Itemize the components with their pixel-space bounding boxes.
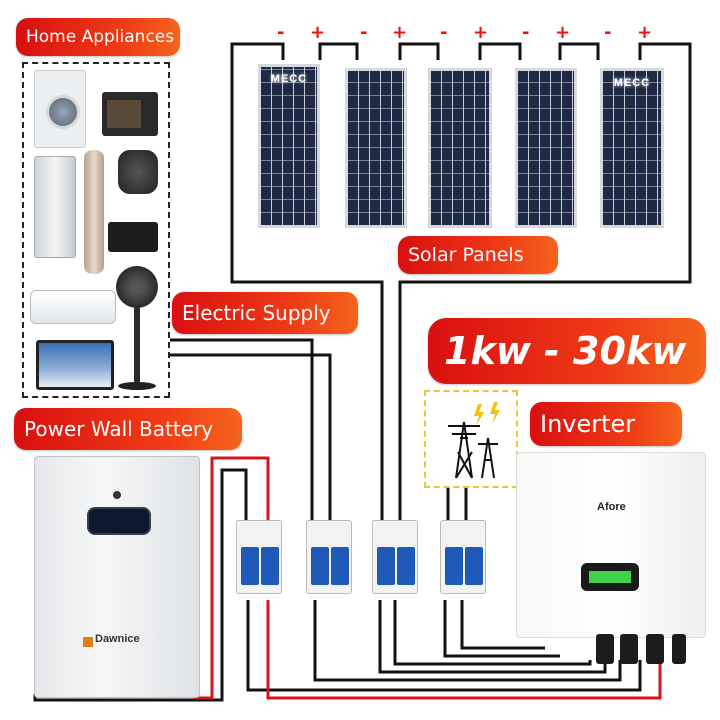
polarity-mark: + [637,22,653,43]
solar-panel-3 [428,68,492,228]
inverter-display-screen [589,571,631,583]
battery-brand: Dawnice [95,633,140,645]
power-wall-battery-unit: Dawnice [34,456,200,698]
label-home-appliances-text: Home Appliances [26,27,175,47]
label-power-range-text: 1kw - 30kw [444,329,687,373]
rice-cooker-image [118,150,158,194]
polarity-mark: - [522,22,530,43]
inverter-unit: Afore [516,452,706,638]
television-image [36,340,114,390]
circuit-breaker-3 [372,520,418,594]
grid-tower-box [424,390,518,488]
inverter-brand: Afore [597,501,626,513]
oven-image [102,92,158,136]
battery-display-screen [87,507,151,535]
polarity-mark: + [310,22,326,43]
label-power-wall-battery-text: Power Wall Battery [24,417,214,441]
solar-panel-1: MECC [258,64,320,228]
battery-logo-icon [83,637,93,647]
inverter-connectors [596,634,688,664]
label-solar-panels: Solar Panels [398,236,558,274]
label-electric-supply-text: Electric Supply [182,301,331,325]
label-power-wall-battery: Power Wall Battery [14,408,242,450]
inverter-display-panel [581,563,639,591]
label-inverter: Inverter [530,402,682,446]
fan-base-image [118,382,156,390]
battery-status-led [113,491,121,499]
refrigerator-image [34,156,76,258]
label-inverter-text: Inverter [540,410,636,438]
air-purifier-image [84,150,104,274]
supply-wire-2 [170,353,332,520]
label-solar-panels-text: Solar Panels [408,244,524,266]
solar-panel-4 [515,68,577,228]
panel-brand-logo: MECC [270,73,308,85]
polarity-mark: + [473,22,489,43]
label-power-range: 1kw - 30kw [428,318,706,384]
washing-machine-image [34,70,86,148]
microwave-image [108,222,158,252]
polarity-mark: - [360,22,368,43]
polarity-mark: + [555,22,571,43]
polarity-mark: - [604,22,612,43]
circuit-breaker-1 [236,520,282,594]
solar-wire-negative [230,42,384,550]
supply-wire-1 [170,338,314,520]
polarity-mark: - [440,22,448,43]
fan-stand-image [134,306,140,384]
polarity-mark: + [392,22,408,43]
transmission-tower-icon [448,402,500,479]
battery-wire-black [33,468,248,702]
solar-panel-2 [345,68,407,228]
polarity-mark: - [277,22,285,43]
solar-panel-5: MECC [600,68,664,228]
label-electric-supply: Electric Supply [172,292,358,334]
label-home-appliances: Home Appliances [16,18,180,56]
solar-wire-positive [318,42,359,60]
circuit-breaker-4 [440,520,486,594]
circuit-breaker-2 [306,520,352,594]
solar-wire-return [398,42,692,550]
panel-brand-logo: MECC [613,77,651,89]
stand-fan-image [116,266,158,308]
air-conditioner-image [30,290,116,324]
appliances-box [22,62,170,398]
